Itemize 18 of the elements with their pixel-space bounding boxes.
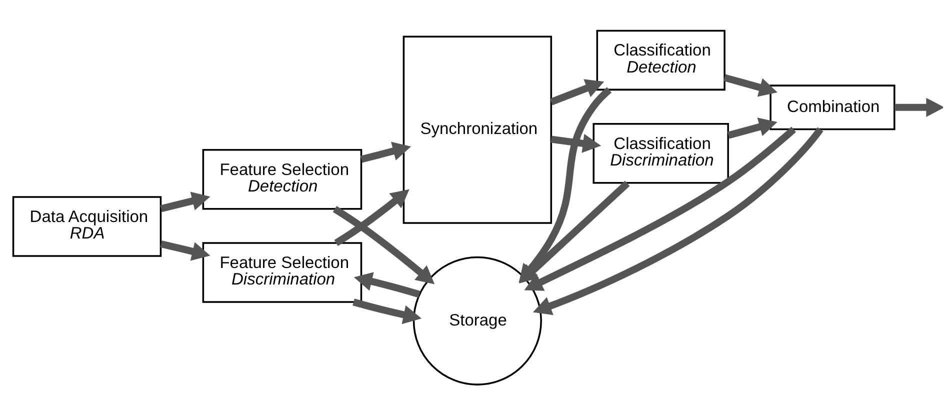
arrow [354, 272, 420, 298]
arrow [532, 127, 824, 316]
arrow [360, 142, 412, 163]
arrow [728, 118, 778, 139]
node-box: Classification Discrimination [592, 123, 729, 184]
arrow [160, 192, 210, 212]
arrow [352, 298, 422, 324]
node-box: Data Acquisition RDA [12, 196, 162, 257]
arrow [524, 126, 796, 291]
node-box: Classification Detection [596, 30, 726, 91]
node-box: Combination [770, 84, 896, 130]
arrow [550, 79, 604, 106]
arrow [160, 240, 210, 261]
arrow [724, 74, 778, 97]
arrow [894, 98, 943, 117]
node-box: Feature Selection Discrimination [202, 242, 362, 303]
node-box: Synchronization [402, 36, 552, 224]
node-box: Feature Selection Detection [202, 148, 362, 210]
